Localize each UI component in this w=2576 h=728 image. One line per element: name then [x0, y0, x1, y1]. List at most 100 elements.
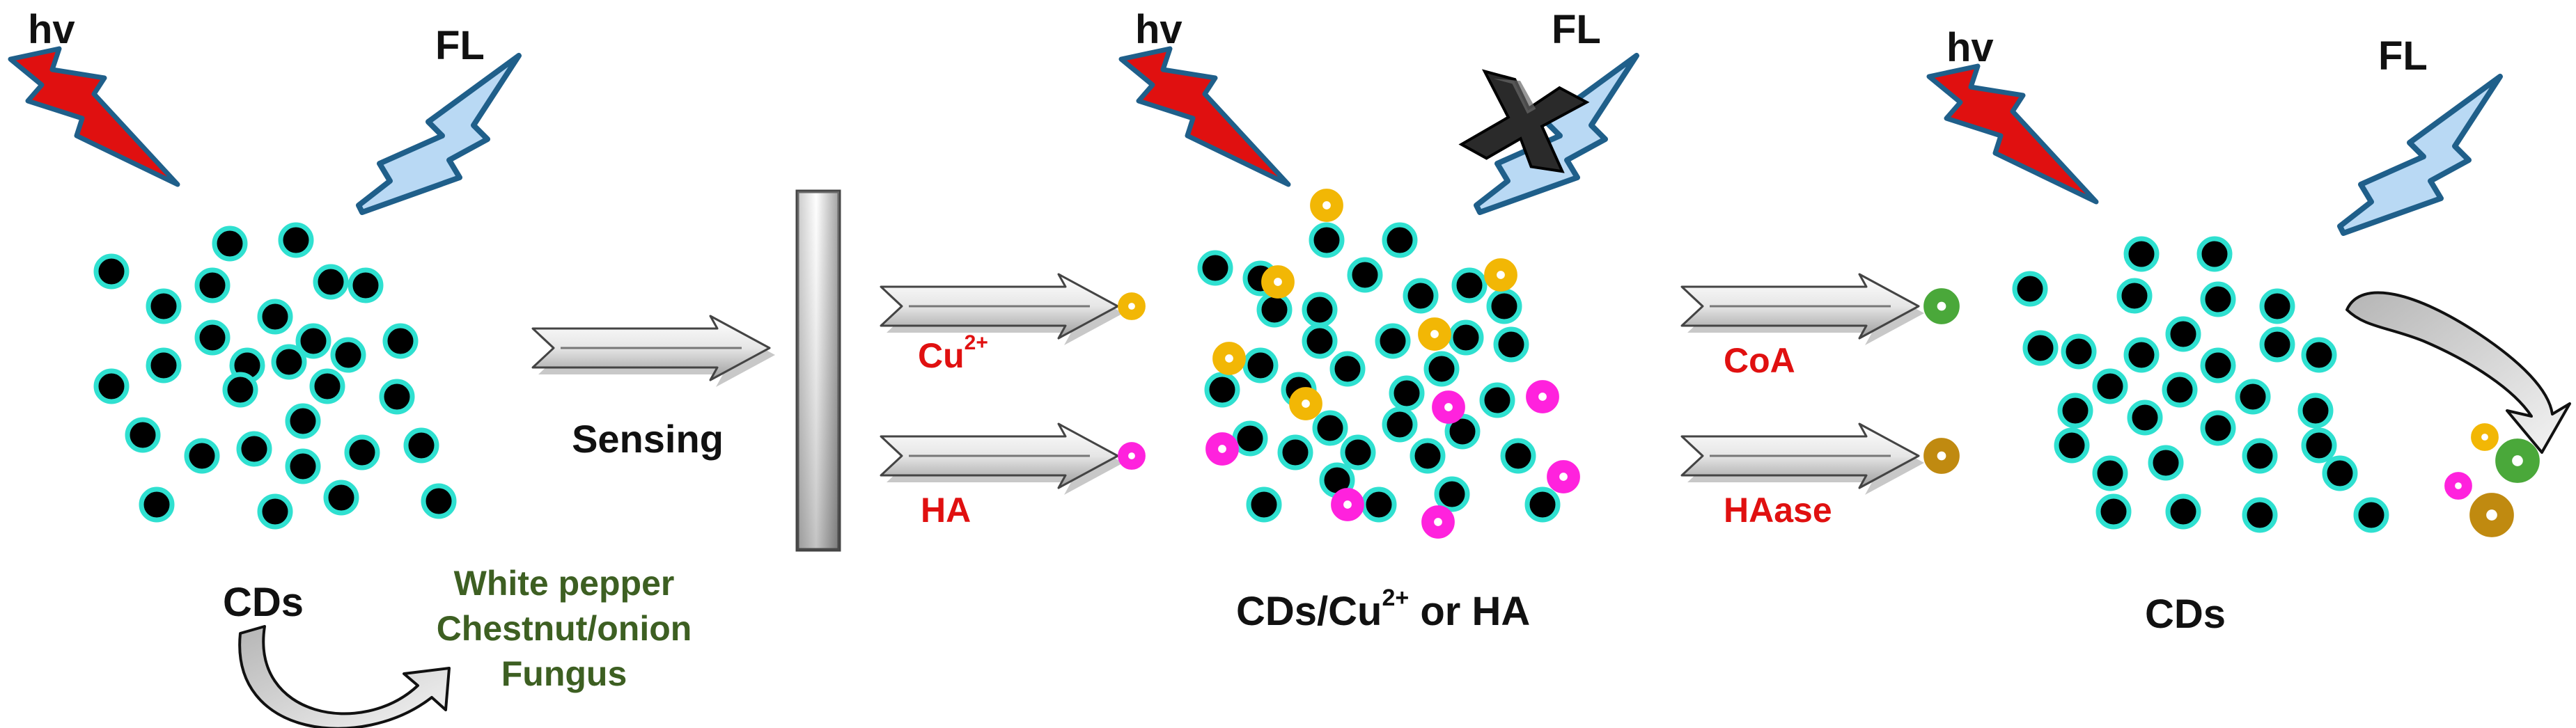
carbon-dot: [2116, 278, 2153, 314]
cds-label: CDs: [223, 580, 304, 625]
source-white-pepper: White pepper: [454, 564, 675, 603]
fl-label-3: FL: [2378, 33, 2428, 79]
cds-particle-cluster: [93, 222, 457, 530]
carbon-dot: [2322, 455, 2358, 491]
carbon-dot: [2012, 271, 2048, 307]
carbon-dot: [2259, 326, 2295, 363]
carbon-dot: [1493, 326, 1529, 363]
carbon-dot: [93, 253, 130, 290]
carbon-dot: [1204, 372, 1240, 408]
haase-arrow: HAase: [1680, 422, 1960, 530]
fl-lightning-icon-2: [1474, 53, 1639, 215]
double-arrow-icon: [1680, 273, 1924, 345]
double-arrow-icon: [880, 273, 1123, 345]
carbon-dot: [2092, 455, 2128, 491]
panel-cds-complex: hv FL CDs/Cu2+ or HA: [1118, 7, 1639, 634]
sensing-arrow: Sensing: [531, 315, 775, 461]
carbon-dot: [1410, 438, 1446, 474]
carbon-dot: [2092, 368, 2128, 404]
carbon-dot: [212, 225, 248, 262]
carbon-dot: [344, 434, 380, 470]
carbon-dot: [2123, 236, 2160, 272]
double-arrow-icon: [1680, 422, 1924, 495]
carbon-dot: [2057, 393, 2093, 429]
carbon-dot: [403, 427, 439, 464]
hv-label-3: hv: [1946, 25, 1994, 70]
carbon-dot: [2301, 337, 2337, 373]
carbon-dot: [1382, 406, 1418, 443]
cu-label: Cu2+: [918, 331, 988, 375]
ha-dot: [1331, 488, 1364, 521]
panel-cds-initial: hv FL CDs White pepper Chestnut/onion Fu…: [8, 7, 692, 728]
carbon-dot: [1403, 278, 1439, 314]
haase-dot: [1923, 438, 1960, 474]
fl-label-2: FL: [1552, 7, 1601, 52]
carbon-dot: [1277, 434, 1313, 470]
ha-dot: [1205, 432, 1239, 466]
carbon-dot: [1246, 486, 1282, 523]
cu-ion-dot: [1310, 189, 1343, 222]
cu-ion-dot: [1261, 265, 1295, 299]
cds-complex-cluster: [1197, 189, 1580, 539]
carbon-dot: [184, 438, 220, 474]
carbon-dot: [146, 347, 182, 383]
haase-label: HAase: [1724, 491, 1832, 530]
double-arrow-icon: [880, 422, 1123, 495]
carbon-dot: [1329, 351, 1366, 387]
cu-ion-dot: [1418, 317, 1451, 351]
carbon-dot: [194, 319, 231, 356]
carbon-dot: [2200, 347, 2236, 383]
cds-recovered-cluster: [2012, 236, 2389, 533]
source-fungus: Fungus: [501, 654, 627, 693]
carbon-dot: [2148, 445, 2184, 481]
sensing-label: Sensing: [572, 417, 724, 461]
carbon-dot: [2200, 281, 2236, 317]
coa-dot: [1923, 288, 1960, 324]
cu-ion-dot: [1212, 342, 1246, 375]
carbon-dot: [2200, 410, 2236, 446]
carbon-dot: [1486, 288, 1522, 324]
separator-bar: [795, 189, 841, 552]
carbon-dot: [1361, 486, 1397, 523]
carbon-dot: [2297, 393, 2334, 429]
carbon-dot: [330, 337, 366, 373]
carbon-dot: [2095, 493, 2132, 530]
carbon-dot: [1309, 222, 1345, 258]
coa-arrow: CoA: [1680, 273, 1960, 380]
carbon-dot: [1302, 323, 1338, 359]
hv-label: hv: [28, 7, 75, 52]
coa-label: CoA: [1724, 341, 1795, 380]
cds-complex-label: CDs/Cu2+ or HA: [1236, 585, 1530, 634]
hv-lightning-icon: [8, 46, 180, 187]
fl-label: FL: [435, 23, 485, 68]
carbon-dot: [323, 480, 359, 516]
carbon-dot: [1256, 292, 1293, 328]
carbon-dot: [1347, 257, 1383, 293]
source-chestnut-onion: Chestnut/onion: [437, 609, 692, 648]
carbon-dot: [236, 431, 272, 467]
fl-lightning-icon: [356, 53, 522, 215]
carbon-dot: [278, 222, 314, 258]
carbon-dot: [1242, 347, 1279, 383]
carbon-dot: [348, 267, 384, 303]
ha-arrow: HA: [880, 422, 1146, 530]
carbon-dot: [194, 267, 231, 303]
carbon-dot: [1375, 323, 1411, 359]
carbon-dot: [257, 299, 293, 335]
cu-arrow: Cu2+: [880, 273, 1146, 375]
carbon-dot: [2165, 493, 2201, 530]
ha-dot: [1547, 460, 1580, 493]
released-coa: [2495, 438, 2540, 483]
carbon-dot: [146, 288, 182, 324]
carbon-dot: [271, 344, 307, 380]
carbon-dot: [295, 323, 331, 359]
released-cu-ion: [2471, 423, 2499, 451]
carbon-dot: [382, 323, 419, 359]
carbon-dot: [2162, 372, 2198, 408]
carbon-dot: [2242, 438, 2278, 474]
carbon-dot: [1389, 375, 1425, 411]
ha-dot: [1118, 442, 1146, 470]
carbon-dot: [1340, 434, 1376, 470]
carbon-dot: [2123, 337, 2160, 373]
